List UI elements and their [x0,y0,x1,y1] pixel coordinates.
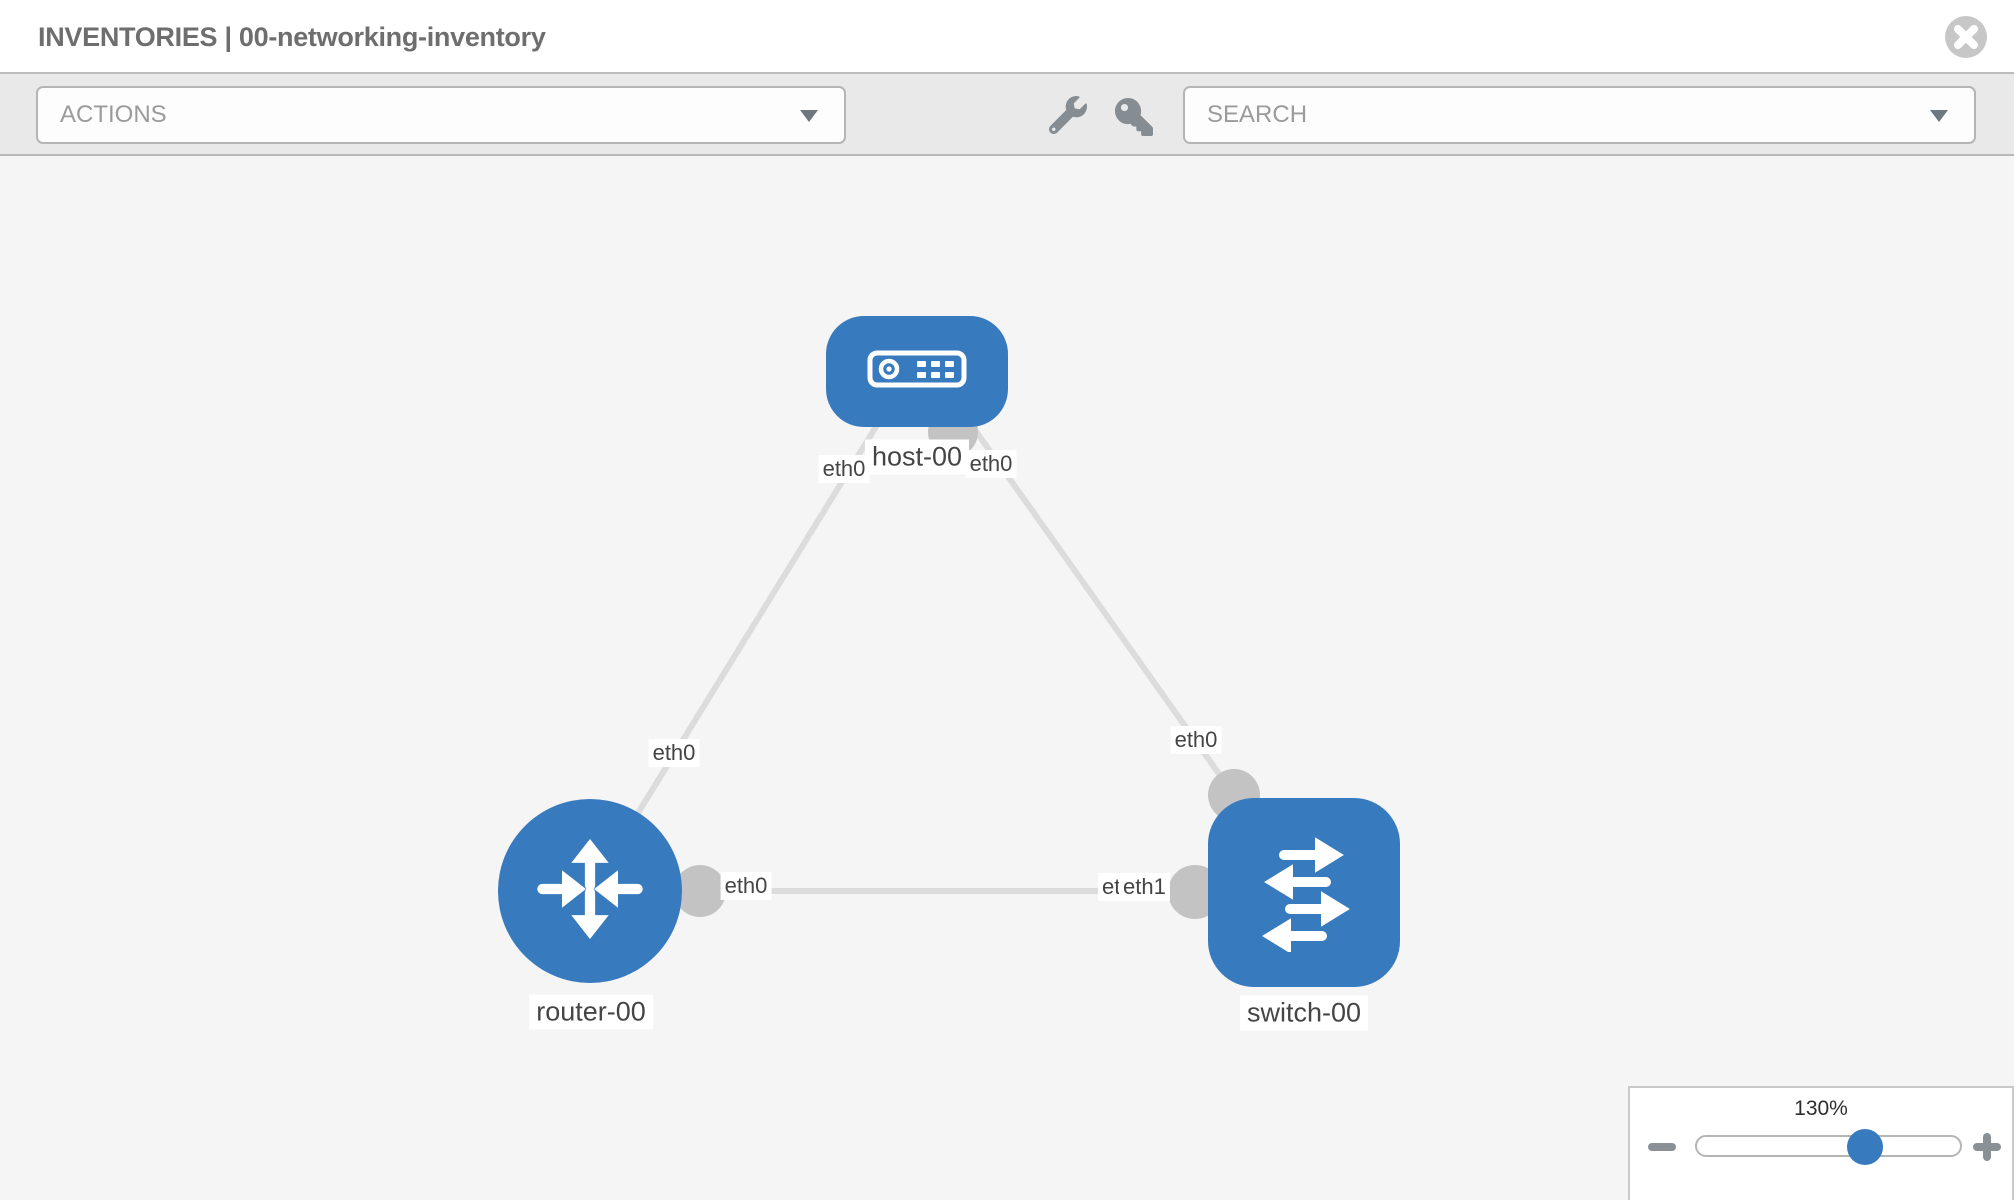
server-icon [867,350,967,393]
search-dropdown[interactable]: SEARCH [1183,86,1976,144]
zoom-slider-track[interactable] [1695,1129,1962,1165]
zoom-level: 130% [1794,1097,1848,1120]
circle-x-icon [1944,16,1988,62]
toolbar: ACTIONS SEARCH [0,72,2014,156]
interface-label-eth1-front: eth1 [1119,873,1170,901]
key-button[interactable] [1115,98,1153,136]
actions-dropdown[interactable]: ACTIONS [36,86,846,144]
topology-canvas[interactable]: host-00 router-00 switch-00 eth0 eth0 et… [0,156,2014,1200]
interface-label-host-router-routerend: eth0 [648,739,700,767]
zoom-in-button[interactable] [1972,1132,2002,1162]
zoom-slider-knob[interactable] [1847,1129,1883,1165]
node-label-router: router-00 [529,994,653,1030]
wrench-icon [1049,96,1087,134]
interface-label-host-switch-hostend: eth0 [965,450,1017,478]
links-layer [635,407,1260,919]
zoom-panel: 130% [1628,1086,2014,1200]
switch-arrows-icon [1242,828,1366,957]
plus-icon-v [1983,1133,1991,1161]
key-icon [1115,98,1153,136]
interface-label-router-switch-routerend: eth0 [720,872,772,900]
header: INVENTORIES | 00-networking-inventory [0,0,2014,72]
node-host-00[interactable] [826,316,1008,427]
minus-icon [1648,1143,1676,1151]
node-label-host: host-00 [864,439,970,475]
interface-label-host-router-hostend: eth0 [818,455,870,483]
route-arrows-icon [534,833,646,950]
search-dropdown-label: SEARCH [1207,101,1308,128]
chevron-down-icon [1930,110,1948,122]
close-button[interactable] [1944,15,1988,59]
page-title: INVENTORIES | 00-networking-inventory [38,22,546,52]
chevron-down-icon [800,110,818,122]
interface-label-host-switch-switchend: eth0 [1170,726,1222,754]
node-label-switch: switch-00 [1239,995,1369,1031]
node-router-00[interactable] [498,799,682,983]
zoom-out-button[interactable] [1647,1132,1677,1162]
actions-dropdown-label: ACTIONS [60,101,167,128]
connector-router-right [674,865,726,917]
wrench-button[interactable] [1049,96,1087,134]
node-switch-00[interactable] [1208,798,1400,987]
